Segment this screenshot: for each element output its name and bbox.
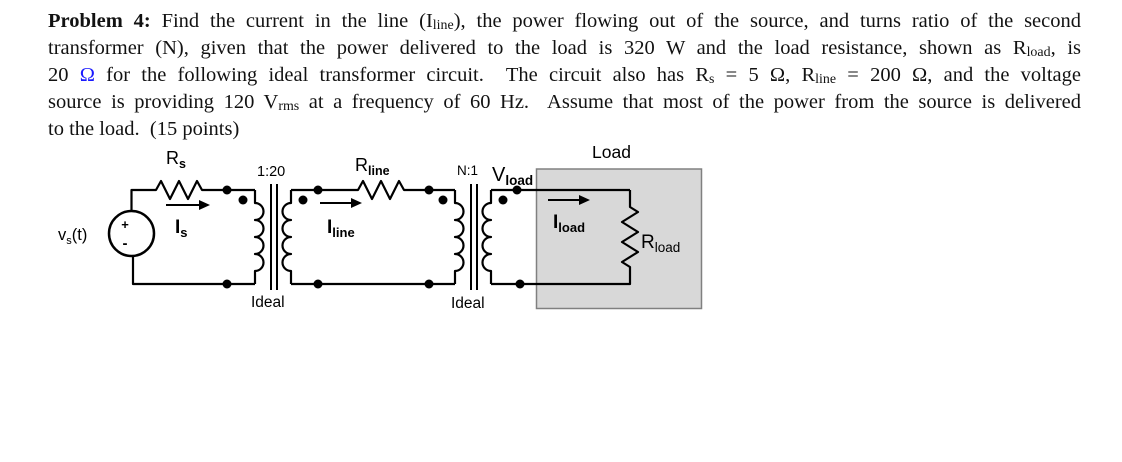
current-arrow-iload (548, 195, 590, 205)
text-segment: = 200 Ω, and the voltage (836, 64, 1082, 86)
problem-text-line: to the load. (15 points) (48, 116, 1081, 143)
polarity-dot (238, 195, 248, 205)
t2-ideal-label: Ideal (451, 295, 485, 312)
text-segment: Problem 4: (48, 10, 151, 32)
source-plus-sign: + (121, 217, 129, 232)
text-segment: = 5 Ω, R (714, 64, 816, 86)
t1-ratio-label: 1:20 (257, 164, 285, 180)
polarity-dot (438, 195, 448, 205)
current-arrow-is (166, 200, 210, 210)
problem-text-line: 20 Ω for the following ideal transformer… (48, 62, 1081, 89)
text-segment: source is providing 120 V (48, 91, 279, 113)
problem-text-line: transformer (N), given that the power de… (48, 35, 1081, 62)
t1-ideal-label: Ideal (251, 294, 285, 311)
subscript-text: load (1026, 44, 1051, 60)
t2-ratio-label: N:1 (457, 163, 478, 178)
node-dot (424, 185, 434, 195)
load-title: Load (592, 142, 631, 162)
current-arrow-iline (320, 198, 362, 208)
text-segment: Ω (79, 64, 95, 86)
problem-statement: Problem 4: Find the current in the line … (48, 8, 1081, 143)
source-minus-sign: - (123, 235, 128, 252)
text-segment: for the following ideal transformer circ… (94, 64, 710, 86)
text-segment: , is (1050, 37, 1081, 59)
node-dot (424, 279, 434, 289)
rline-label: Rline (355, 155, 390, 178)
text-segment: at a frequency of 60 Hz. Assume that mos… (299, 91, 1081, 113)
polarity-dot (498, 195, 508, 205)
text-segment: 20 (48, 64, 80, 86)
problem-text-line: Problem 4: Find the current in the line … (48, 8, 1081, 35)
transformer2-core (470, 184, 478, 290)
node-dot (512, 185, 522, 195)
iline-label: Iline (327, 217, 355, 240)
rs-label: Rs (166, 148, 186, 171)
node-dot (222, 185, 232, 195)
load-box (535, 168, 703, 310)
transformer1-core (270, 184, 278, 290)
text-segment: Find the current in the line (I (150, 10, 433, 32)
text-segment: to the load. (15 points) (48, 118, 240, 140)
vload-label: Vload (492, 164, 533, 188)
is-label: Is (175, 217, 188, 240)
text-segment: ), the power flowing out of the source, … (453, 10, 1082, 32)
node-dot (313, 185, 323, 195)
voltage-source (107, 209, 156, 258)
subscript-text: rms (278, 98, 300, 114)
subscript-text: line (815, 71, 837, 87)
node-dot (313, 279, 323, 289)
subscript-text: s (709, 71, 715, 87)
polarity-dot (298, 195, 308, 205)
subscript-text: line (432, 17, 454, 33)
node-dots (222, 185, 525, 289)
iload-label: Iload (553, 212, 585, 235)
problem-text-line: source is providing 120 Vrms at a freque… (48, 89, 1081, 116)
text-segment: transformer (N), given that the power de… (48, 37, 1027, 59)
node-dot (222, 279, 232, 289)
source-label: vs(t) (58, 226, 87, 247)
rload-label: Rload (641, 232, 680, 255)
node-dot (515, 279, 525, 289)
